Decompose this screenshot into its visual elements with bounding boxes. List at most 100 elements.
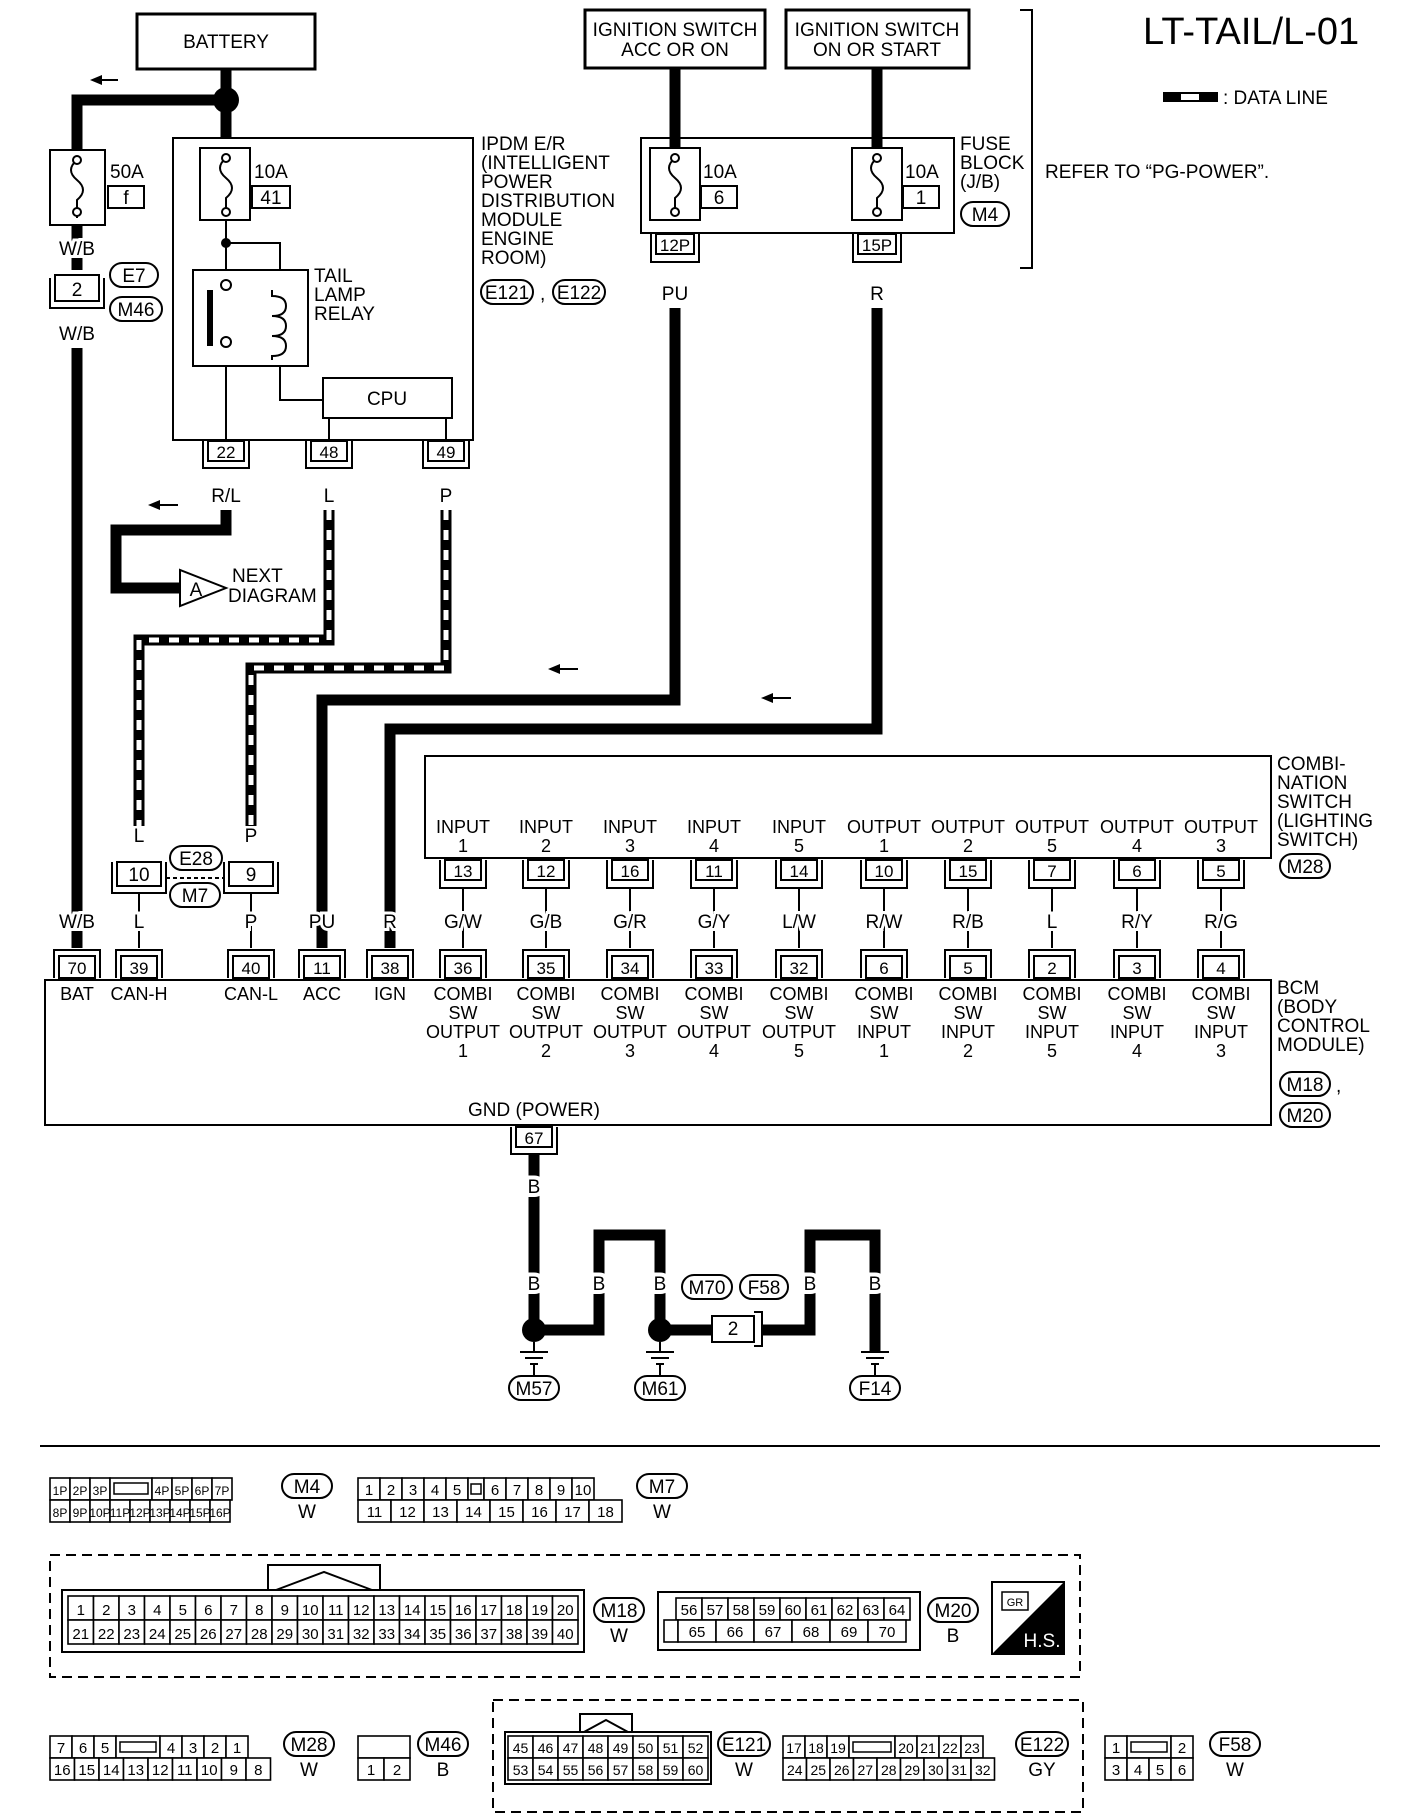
wire-label: L: [134, 826, 145, 847]
svg-text:18: 18: [506, 1602, 523, 1619]
combi-terminal-name: OUTPUT: [1184, 817, 1258, 837]
bcm-pin-label: 2: [541, 1041, 551, 1061]
svg-text:39: 39: [130, 959, 149, 978]
bcm-connector-group: [49, 1554, 1081, 1678]
svg-text:COMBI-: COMBI-: [1277, 754, 1346, 775]
svg-text:7: 7: [230, 1602, 238, 1619]
svg-text:69: 69: [841, 1624, 858, 1641]
svg-text:41: 41: [260, 188, 281, 209]
bcm-pin-label: 2: [963, 1041, 973, 1061]
svg-text:61: 61: [811, 1602, 828, 1619]
bcm-pin-67: 67: [510, 1126, 558, 1155]
bcm-pin-label: OUTPUT: [762, 1022, 836, 1042]
svg-text:1: 1: [916, 188, 927, 209]
wire-label: PU: [662, 284, 688, 305]
svg-text:14: 14: [103, 1762, 120, 1779]
svg-text:15: 15: [78, 1762, 95, 1779]
svg-text:,: ,: [540, 284, 545, 305]
svg-text:45: 45: [513, 1740, 529, 1756]
svg-text:9P: 9P: [73, 1506, 88, 1520]
svg-text:6: 6: [491, 1482, 499, 1499]
svg-text:3: 3: [128, 1602, 136, 1619]
svg-text:25: 25: [810, 1762, 826, 1778]
svg-text:25: 25: [174, 1626, 191, 1643]
svg-text:MODULE: MODULE: [481, 210, 562, 231]
ground-f14: F14: [859, 1379, 892, 1400]
wire-label: P: [440, 486, 453, 507]
svg-text:47: 47: [563, 1740, 579, 1756]
svg-text:12: 12: [353, 1602, 370, 1619]
bcm-pin-label: SW: [616, 1003, 645, 1023]
svg-text:33: 33: [378, 1626, 395, 1643]
svg-text:4: 4: [153, 1602, 161, 1619]
svg-text:2: 2: [1178, 1740, 1186, 1757]
svg-text:20: 20: [557, 1602, 574, 1619]
svg-text:M20: M20: [1287, 1106, 1324, 1127]
bcm-pin-label: 3: [1216, 1041, 1226, 1061]
bcm-pin-label: COMBI: [600, 984, 659, 1004]
svg-text:TAIL: TAIL: [314, 266, 353, 287]
ignition-switch-on: IGNITION SWITCH ON OR START: [784, 8, 971, 70]
svg-text:10: 10: [575, 1482, 592, 1499]
svg-text:M18: M18: [1287, 1075, 1324, 1096]
bcm-pin-label: SW: [1123, 1003, 1152, 1023]
combi-terminal-num: 1: [458, 836, 468, 856]
svg-text:48: 48: [588, 1740, 604, 1756]
svg-text:24: 24: [149, 1626, 166, 1643]
svg-text:GR: GR: [1007, 1597, 1024, 1609]
svg-text:13: 13: [378, 1602, 395, 1619]
svg-text:17: 17: [564, 1504, 581, 1521]
bcm-pin-label: INPUT: [1025, 1022, 1079, 1042]
svg-text:FUSE: FUSE: [960, 134, 1011, 155]
svg-text:6: 6: [1178, 1762, 1186, 1779]
svg-text:3P: 3P: [93, 1484, 108, 1498]
svg-text:RELAY: RELAY: [314, 304, 375, 325]
svg-text:6P: 6P: [195, 1484, 210, 1498]
svg-text:2: 2: [102, 1602, 110, 1619]
wire-label: L: [134, 912, 145, 933]
svg-text:15P: 15P: [189, 1506, 210, 1520]
combi-terminal-pin: 5: [1216, 862, 1225, 881]
wire-label: W/B: [59, 239, 95, 260]
svg-text:2: 2: [72, 280, 83, 301]
svg-text:CONTROL: CONTROL: [1277, 1016, 1370, 1037]
svg-text:13: 13: [432, 1504, 449, 1521]
svg-text:14: 14: [465, 1504, 482, 1521]
combi-terminal-num: 4: [709, 836, 719, 856]
svg-text:10: 10: [302, 1602, 319, 1619]
combi-terminal-name: INPUT: [687, 817, 741, 837]
svg-text:SWITCH): SWITCH): [1277, 830, 1358, 851]
svg-text:30: 30: [302, 1626, 319, 1643]
svg-text:LAMP: LAMP: [314, 285, 366, 306]
svg-text:E28: E28: [179, 849, 213, 870]
svg-text:7: 7: [57, 1740, 65, 1757]
wire-label: P: [245, 912, 258, 933]
svg-text:32: 32: [975, 1762, 991, 1778]
connector-color: B: [947, 1626, 960, 1647]
combi-terminal-pin: 13: [454, 862, 473, 881]
connector-color: W: [653, 1502, 671, 1523]
bcm: BCM (BODY CONTROL MODULE) M18 , M20 GND …: [44, 978, 1370, 1155]
wire-label: R/B: [952, 912, 984, 933]
svg-text:2: 2: [1047, 959, 1056, 978]
svg-text:15: 15: [429, 1602, 446, 1619]
svg-text:4P: 4P: [155, 1484, 170, 1498]
ipdm-er: 10A 41 TAIL LAMP RELAY CPU IPDM E/R (INT…: [172, 134, 615, 469]
svg-text:4: 4: [431, 1482, 439, 1499]
bcm-pin-label: 1: [879, 1041, 889, 1061]
bcm-pin-label: SW: [700, 1003, 729, 1023]
svg-text:62: 62: [837, 1602, 854, 1619]
flow-arrow: [148, 500, 178, 510]
